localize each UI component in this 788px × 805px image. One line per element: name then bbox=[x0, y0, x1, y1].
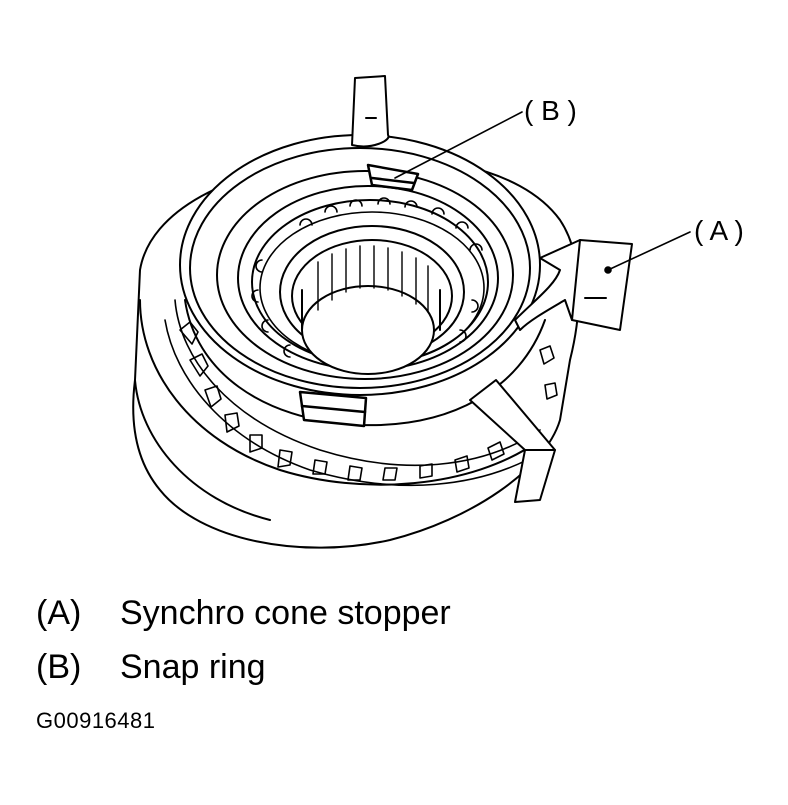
legend-row-b: (B) Snap ring bbox=[36, 640, 451, 694]
snap-ring-top bbox=[366, 163, 420, 192]
legend-key-a: (A) bbox=[36, 594, 82, 632]
legend-row-a: (A) Synchro cone stopper bbox=[36, 586, 451, 640]
leader-line-a bbox=[607, 231, 691, 271]
synchro-cone-stopper-right-tab bbox=[514, 239, 633, 331]
figure-id: G00916481 bbox=[36, 708, 156, 733]
leader-dot-a bbox=[604, 266, 612, 274]
callout-b: ( B ) bbox=[524, 95, 577, 126]
legend-key-b: (B) bbox=[36, 648, 82, 686]
snap-ring-bottom bbox=[298, 390, 368, 428]
inner-hub bbox=[279, 225, 465, 375]
synchro-assembly-illustration: ( B ) ( A ) bbox=[132, 75, 744, 549]
synchro-cone-stopper-top-tab bbox=[351, 75, 390, 148]
callout-a: ( A ) bbox=[694, 215, 744, 246]
stopper-bar-lower bbox=[469, 379, 556, 503]
legend: (A) Synchro cone stopper (B) Snap ring bbox=[36, 586, 451, 694]
leader-lines bbox=[394, 111, 691, 274]
leader-line-b bbox=[394, 111, 523, 179]
legend-text-a: Synchro cone stopper bbox=[120, 594, 451, 632]
legend-text-b: Snap ring bbox=[120, 648, 266, 686]
gear-teeth bbox=[164, 299, 558, 487]
